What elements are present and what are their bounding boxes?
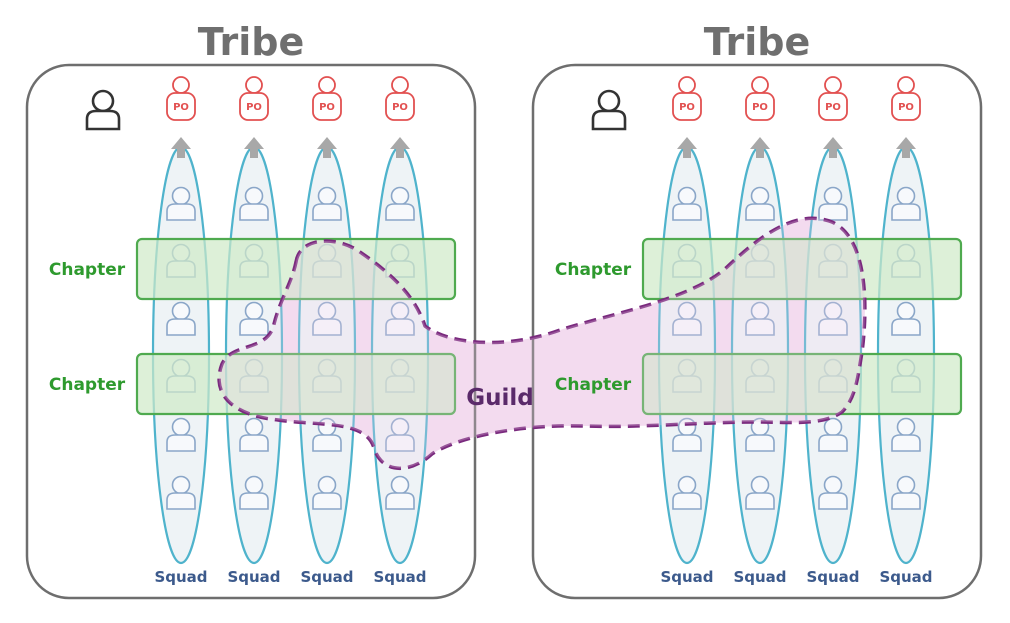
product-owner-label: PO	[319, 102, 335, 113]
squad-label: Squad	[806, 568, 859, 586]
chapter-label: Chapter	[555, 260, 632, 280]
product-owner-icon: PO	[385, 76, 415, 121]
product-owner-label: PO	[246, 102, 262, 113]
guild-label: Guild	[466, 385, 533, 411]
squad-label: Squad	[300, 568, 353, 586]
chapter-label: Chapter	[555, 375, 632, 395]
product-owner-icon: PO	[818, 76, 848, 121]
tribe-lead-icon	[591, 89, 627, 131]
squad-column: PO	[151, 76, 211, 565]
product-owner-label: PO	[173, 102, 189, 113]
squad-label: Squad	[227, 568, 280, 586]
chapter-band	[641, 352, 963, 416]
product-owner-label: PO	[392, 102, 408, 113]
squad-column: PO	[876, 76, 936, 565]
tribe-container	[531, 63, 983, 600]
chapter-label: Chapter	[49, 375, 126, 395]
product-owner-label: PO	[898, 102, 914, 113]
product-owner-label: PO	[825, 102, 841, 113]
squad-label: Squad	[733, 568, 786, 586]
squad-label: Squad	[154, 568, 207, 586]
product-owner-icon: PO	[312, 76, 342, 121]
tribe-title: Tribe	[704, 20, 811, 64]
chapter-band	[135, 352, 457, 416]
tribe-container	[25, 63, 477, 600]
product-owner-icon: PO	[166, 76, 196, 121]
product-owner-icon: PO	[672, 76, 702, 121]
squad-label: Squad	[879, 568, 932, 586]
guild-tint	[219, 218, 865, 469]
guild-outline	[217, 216, 867, 470]
squad-label: Squad	[373, 568, 426, 586]
product-owner-icon: PO	[239, 76, 269, 121]
chapter-label: Chapter	[49, 260, 126, 280]
product-owner-icon: PO	[745, 76, 775, 121]
tribe-title: Tribe	[198, 20, 305, 64]
chapter-band	[641, 237, 963, 301]
squad-label: Squad	[660, 568, 713, 586]
product-owner-label: PO	[752, 102, 768, 113]
product-owner-label: PO	[679, 102, 695, 113]
product-owner-icon: PO	[891, 76, 921, 121]
tribe-lead-icon	[85, 89, 121, 131]
